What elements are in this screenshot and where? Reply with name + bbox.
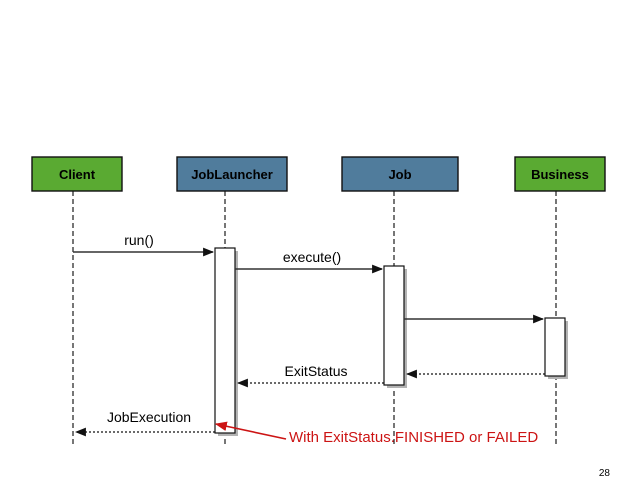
activation-business xyxy=(544,317,568,379)
actor-job-box xyxy=(341,156,459,192)
message-execute-label: execute() xyxy=(283,249,341,265)
actor-joblauncher-label: JobLauncher xyxy=(191,167,273,182)
actor-client-box xyxy=(31,156,123,192)
activation-job-bar xyxy=(383,265,405,386)
actor-client: Client xyxy=(31,156,123,192)
actor-job-label: Job xyxy=(388,167,411,182)
activation-job xyxy=(383,265,407,388)
message-run: run() xyxy=(73,232,215,257)
actor-joblauncher: JobLauncher xyxy=(176,156,288,192)
message-execute: execute() xyxy=(235,249,384,274)
message-run-label: run() xyxy=(124,232,154,248)
actor-client-label: Client xyxy=(59,167,96,182)
annotation-arrow xyxy=(214,421,287,440)
actor-business-box xyxy=(514,156,606,192)
activation-business-bar xyxy=(544,317,566,377)
message-exitstatus: ExitStatus xyxy=(236,363,384,388)
message-jobexecution-label: JobExecution xyxy=(107,409,191,425)
annotation-text: With ExitStatus.FINISHED or FAILED xyxy=(289,429,538,446)
activation-joblauncher xyxy=(214,247,238,436)
actor-business-label: Business xyxy=(531,167,589,182)
annotation: With ExitStatus.FINISHED or FAILED xyxy=(214,421,538,446)
actor-job: Job xyxy=(341,156,459,192)
actor-business: Business xyxy=(514,156,606,192)
activation-joblauncher-bar xyxy=(214,247,236,434)
page-number: 28 xyxy=(599,468,611,479)
message-exitstatus-label: ExitStatus xyxy=(284,363,347,379)
message-jobexecution: JobExecution xyxy=(74,409,215,437)
actor-joblauncher-box xyxy=(176,156,288,192)
